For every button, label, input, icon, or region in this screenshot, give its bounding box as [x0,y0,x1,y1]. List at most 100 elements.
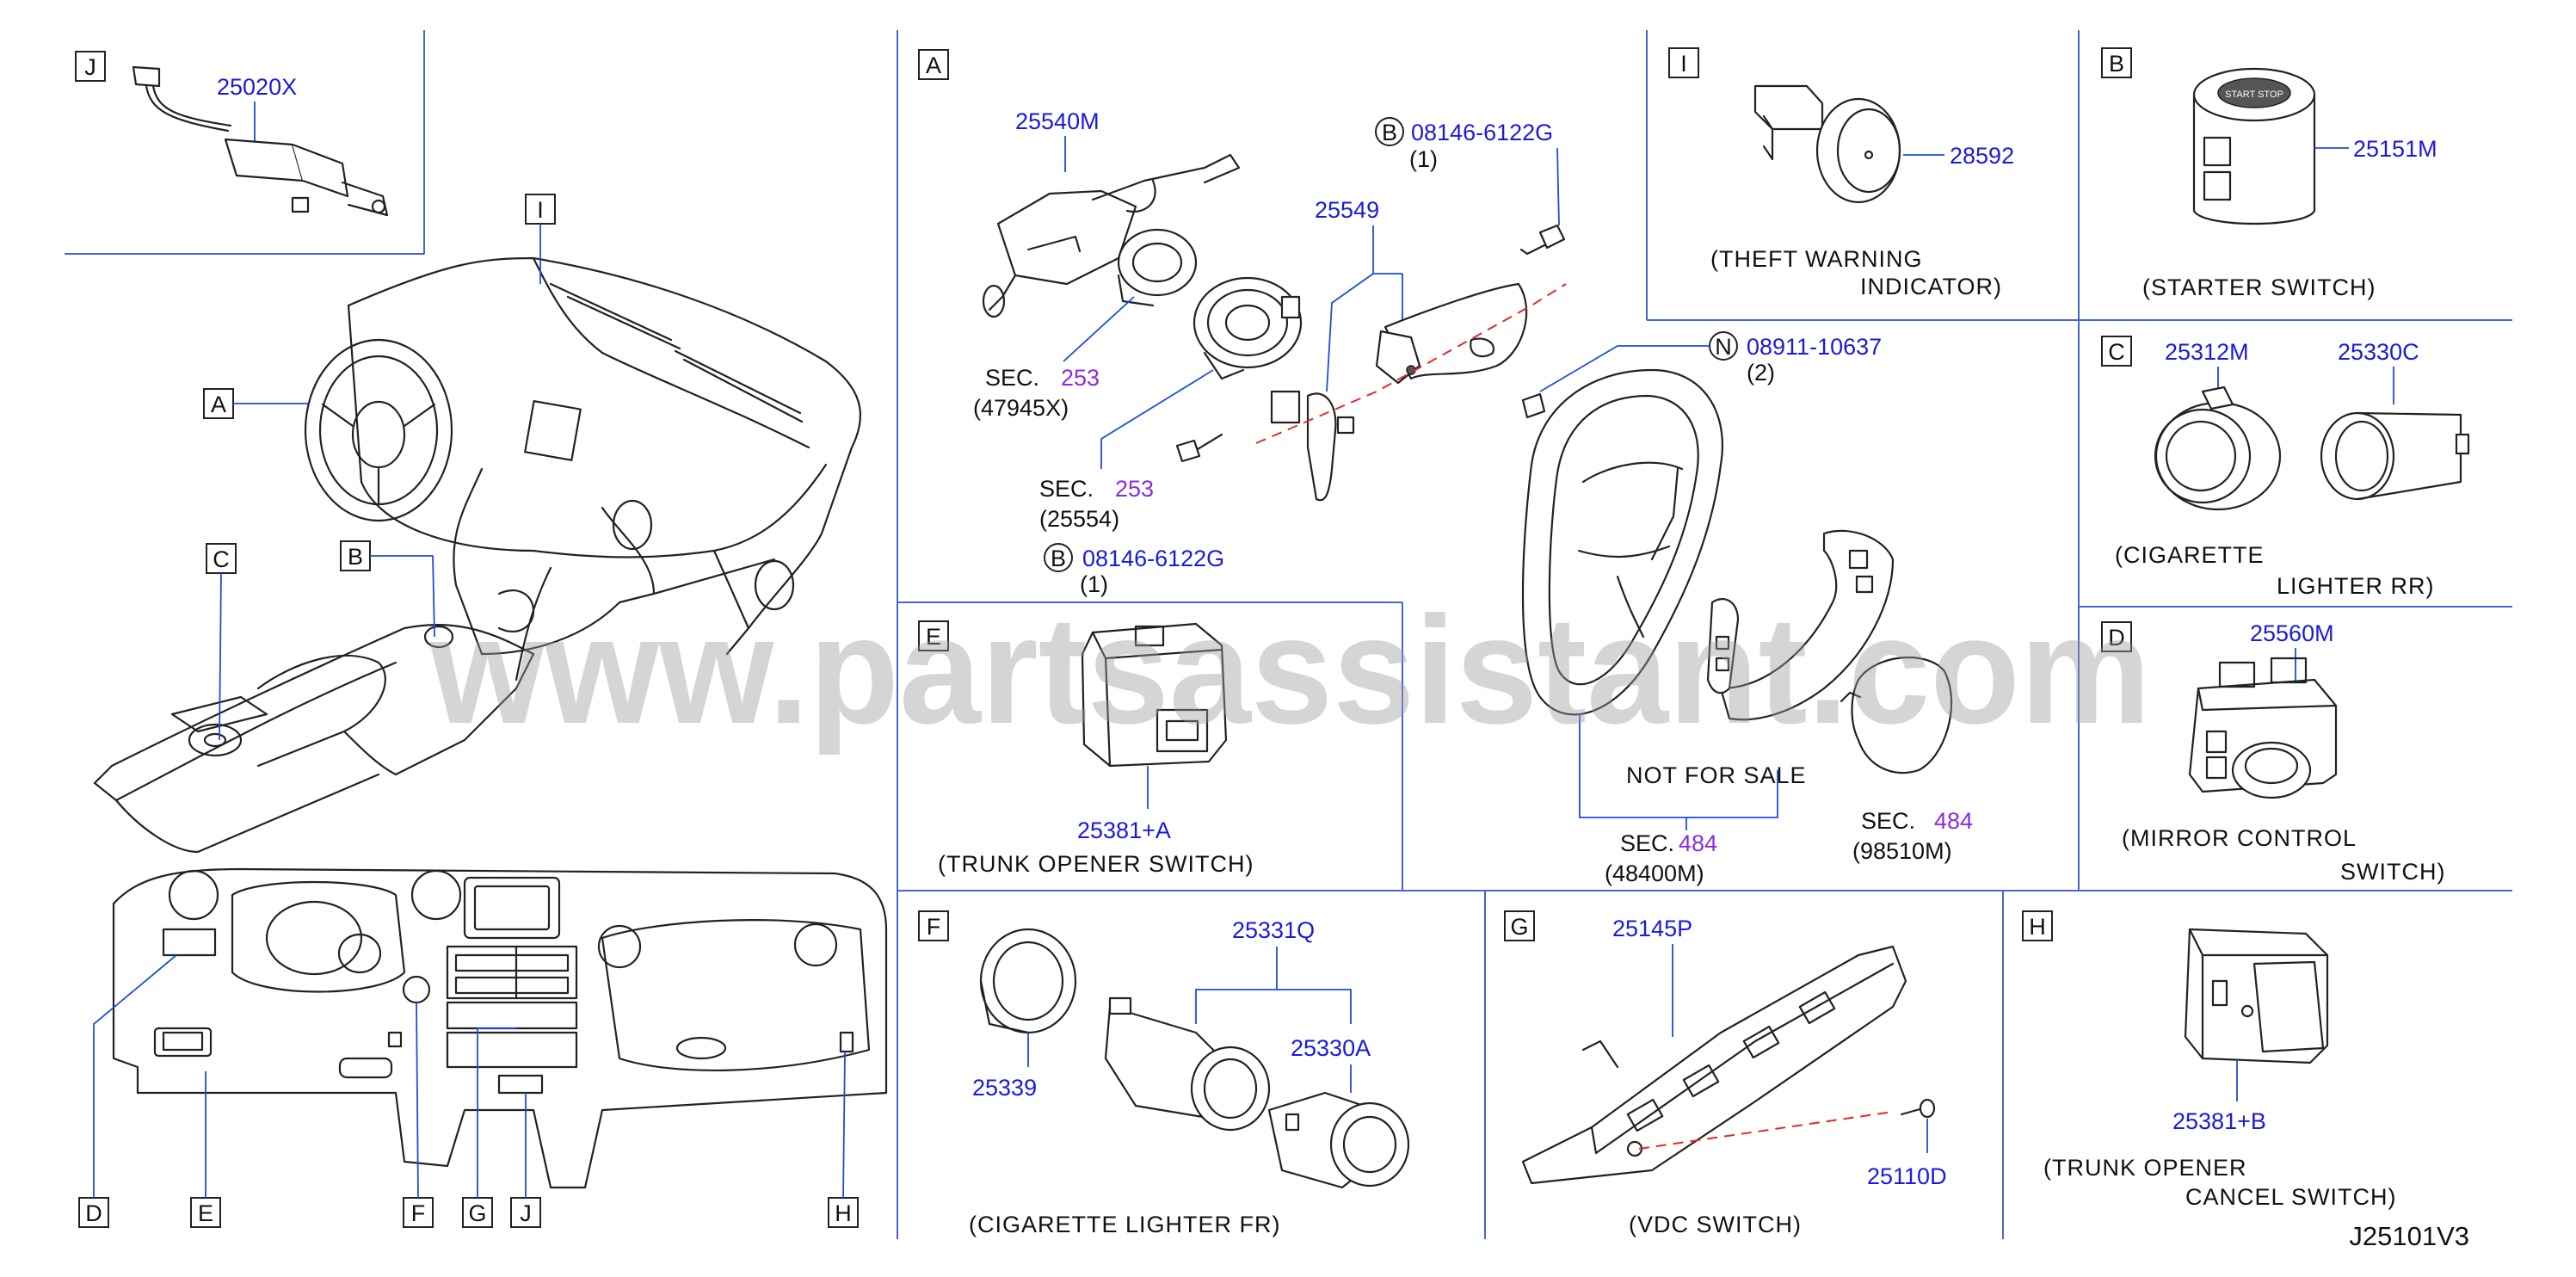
caption-starter-switch: (STARTER SWITCH) [2142,275,2376,300]
part-number-28592: 28592 [1950,143,2014,169]
svg-text:I: I [1680,51,1687,77]
qty-bolt-top: (1) [1409,146,1438,172]
part-number-25381b: 25381+B [2172,1108,2266,1134]
svg-text:A: A [211,392,226,417]
panel-label-e: E [918,620,949,651]
caption-theft-warning: (THEFT WARNING [1710,246,1922,272]
callout-b: B [340,540,435,638]
lighter-plug-fr-illustration [1267,1091,1410,1189]
panel-h: H 25381+B (TRUNK OPENER CANCEL SWITCH) [2022,910,2397,1210]
dashboard-perspective-illustration [93,256,862,854]
sec-ref-48400m: (48400M) [1605,861,1704,886]
svg-text:D: D [2108,625,2125,651]
bolt-top-illustration [1519,224,1566,256]
panel-label-f: F [918,910,949,941]
upper-location-callouts: I A C B [203,194,556,741]
paddle-shifter-right-illustration [1375,282,1528,385]
panel-a: A 25540M SEC. 253 (47945X) [918,49,1973,886]
caption-vdc-switch: (VDC SWITCH) [1629,1212,1802,1237]
part-number-25020x: 25020X [217,74,297,100]
panel-label-b: B [2101,47,2132,78]
theft-warning-indicator-illustration [1753,84,1901,204]
svg-text:B: B [1051,546,1066,571]
caption-cigarette-rr: (CIGARETTE [2115,542,2265,568]
svg-text:I: I [537,197,544,223]
diagram-code: J25101V3 [2349,1221,2469,1251]
clock-spring-ring-illustration [1117,228,1198,307]
caption-indicator: INDICATOR) [1860,274,2002,299]
callout-h: H [828,1051,859,1228]
bolt-bottom-illustration [1175,433,1223,463]
caption-cigarette-lighter-fr: (CIGARETTE LIGHTER FR) [969,1212,1281,1237]
sec-ref-98510m: (98510M) [1852,838,1952,864]
svg-text:G: G [1510,914,1528,940]
svg-text:C: C [213,546,230,572]
panel-i: I 28592 (THEFT WARNING INDICATOR) [1668,47,2014,299]
vdc-switch-panel-illustration [1521,945,1907,1185]
part-number-25331q: 25331Q [1232,917,1315,943]
part-number-25381a: 25381+A [1077,817,1171,843]
cigarette-lighter-rr-sleeve-illustration [2320,411,2470,501]
callout-d: D [78,954,177,1228]
cigarette-lighter-rr-socket-illustration [2154,386,2282,511]
mirror-control-switch-illustration [2188,657,2338,799]
sec-word-3: SEC. [1620,830,1674,856]
svg-text:B: B [348,544,363,570]
svg-text:F: F [411,1200,426,1226]
callout-a: A [203,388,308,419]
part-number-08911-10637: 08911-10637 [1747,334,1882,360]
airbag-module-illustration [1840,656,1953,774]
part-number-25151m: 25151M [2353,136,2437,162]
panel-separators [65,30,2512,1239]
part-number-25330c: 25330C [2338,339,2419,365]
panel-c: C 25312M 25330C (CIGARETTE LIGHTER RR) [2101,336,2470,599]
caption-switch-d: SWITCH) [2340,859,2445,885]
svg-text:J: J [520,1200,532,1226]
panel-label-c: C [2101,336,2132,367]
nut-callout: N 08911-10637 (2) [1521,331,1882,419]
part-number-25549: 25549 [1315,197,1379,223]
lower-location-callouts: D E F G J H [78,954,859,1228]
start-stop-engraving: START STOP [2225,89,2283,100]
panel-g: G 25145P 25110D (VDC SWITCH) [1504,910,1947,1237]
caption-cancel-switch: CANCEL SWITCH) [2185,1184,2397,1210]
svg-text:E: E [926,624,941,650]
trunk-opener-switch-illustration [1081,622,1228,768]
bolt-callout-top: B 08146-6122G (1) [1375,117,1560,226]
svg-text:E: E [198,1200,213,1226]
sensor-part-illustration [132,65,389,217]
callout-e: E [190,1071,221,1228]
part-number-25339: 25339 [972,1075,1037,1101]
caption-trunk-opener: (TRUNK OPENER [2043,1155,2247,1181]
sec-word-4: SEC. [1861,808,1915,834]
panel-e: E 25381+A (TRUNK OPENER SWITCH) [918,620,1254,877]
sec-number-253-b: 253 [1115,476,1154,502]
svg-text:D: D [85,1200,102,1226]
sec-word-1: SEC. [985,365,1039,391]
svg-text:B: B [2109,51,2124,77]
part-number-25560m: 25560M [2250,620,2334,646]
svg-text:H: H [835,1200,852,1226]
sec-number-484-b: 484 [1934,808,1973,834]
part-number-08146-6122g-top: 08146-6122G [1411,120,1553,145]
svg-text:C: C [2108,339,2125,365]
not-for-sale-label: NOT FOR SALE [1626,762,1807,788]
spiral-cable-illustration [1192,276,1303,380]
panel-label-i: I [1668,47,1699,78]
steering-wheel-illustration [1521,368,1723,716]
trunk-opener-cancel-switch-illustration [2184,928,2329,1064]
caption-mirror-control: (MIRROR CONTROL [2122,825,2357,851]
callout-g: G [462,1027,516,1228]
caption-trunk-opener-switch: (TRUNK OPENER SWITCH) [938,851,1254,877]
sec-number-253-a: 253 [1061,365,1100,391]
lighter-ring-illustration [979,928,1077,1034]
watermark: www.partsassistant.com [429,584,2151,756]
panel-label-a: A [918,49,949,80]
part-number-08146-6122g-bottom: 08146-6122G [1082,546,1224,571]
svg-text:F: F [927,914,941,940]
sec-ref-47945x: (47945X) [973,395,1069,421]
part-number-25312m: 25312M [2165,339,2249,365]
steering-wheel-in-dash [304,338,453,522]
panel-f: F 25339 25331Q 25330A (CIGARETTE LIGHTER… [918,910,1410,1237]
